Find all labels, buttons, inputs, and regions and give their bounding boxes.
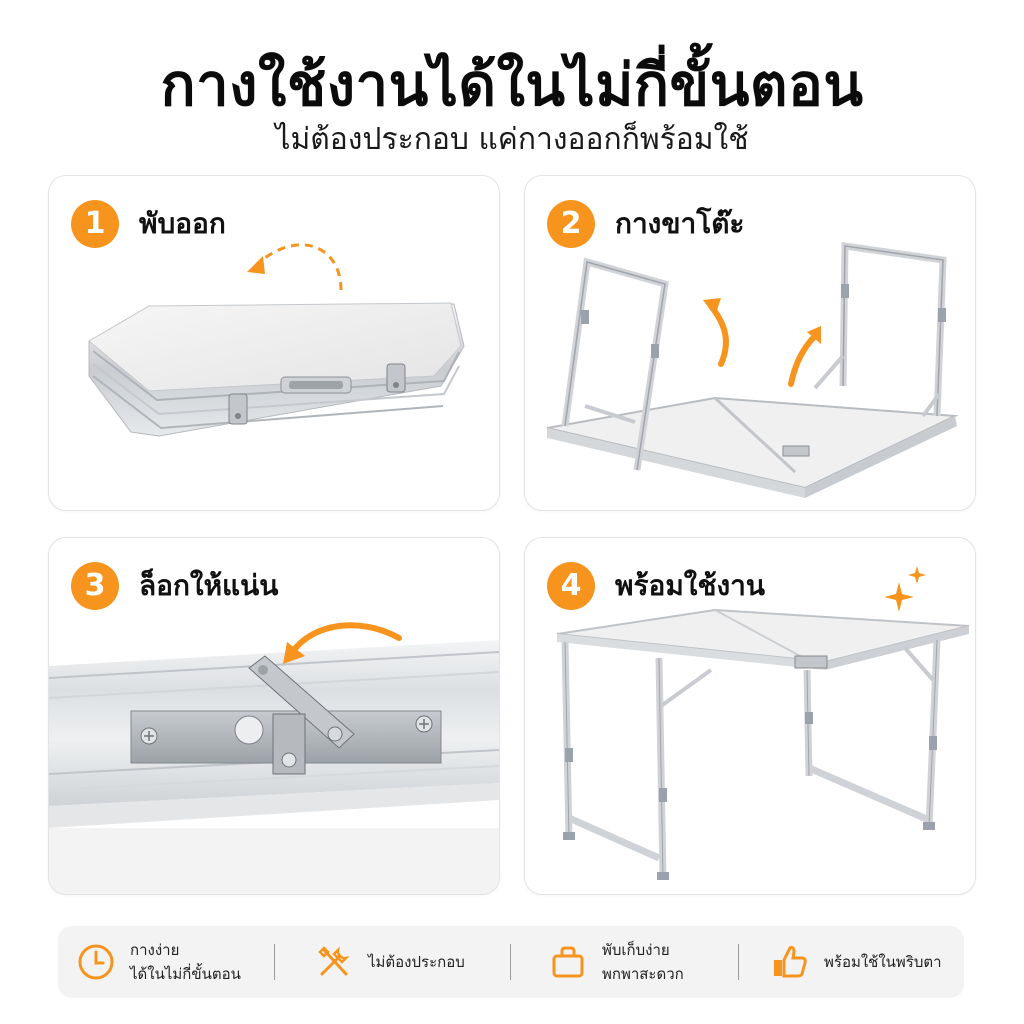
step-card-2: 2 กางขาโต๊ะ — [524, 175, 976, 511]
divider — [274, 944, 275, 980]
feature-line1: กางง่าย — [130, 941, 180, 959]
step-number-badge: 4 — [547, 562, 595, 610]
folded-table-image — [88, 243, 465, 437]
step-number-badge: 1 — [71, 200, 119, 248]
divider — [738, 944, 739, 980]
feature-item: ไม่ต้องประกอบ — [314, 926, 465, 998]
divider — [510, 944, 511, 980]
feature-item: กางง่าย ได้ในไม่กี่ขั้นตอน — [76, 926, 241, 998]
page-title: กางใช้งานได้ในไม่กี่ขั้นตอน — [160, 51, 864, 119]
step-card-4: 4 พร้อมใช้งาน — [524, 537, 976, 895]
tools-icon — [318, 946, 350, 976]
bag-icon — [552, 946, 584, 978]
feature-item: พร้อมใช้ในพริบตา — [770, 926, 942, 998]
step-label: พร้อมใช้งาน — [615, 569, 765, 602]
feature-line2: ได้ในไม่กี่ขั้นตอน — [130, 965, 241, 983]
feature-line1: ไม่ต้องประกอบ — [368, 953, 465, 971]
thumbs-up-icon — [774, 946, 807, 978]
unfolding-legs-image — [546, 241, 959, 498]
lock-hinge-image — [49, 622, 499, 894]
step-label: พับออก — [139, 207, 226, 240]
step-number-badge: 2 — [547, 200, 595, 248]
feature-item: พับเก็บง่าย พกพาสะดวก — [548, 926, 684, 998]
page-subtitle: ไม่ต้องประกอบ แค่กางออกก็พร้อมใช้ — [275, 122, 749, 157]
feature-line1: พับเก็บง่าย — [602, 941, 670, 959]
feature-line2: พกพาสะดวก — [602, 965, 684, 983]
step-label: กางขาโต๊ะ — [615, 207, 745, 240]
step-number-badge: 3 — [71, 562, 119, 610]
ready-table-image — [556, 566, 970, 880]
step-label: ล็อกให้แน่น — [139, 569, 279, 602]
clock-icon — [78, 944, 114, 980]
step-card-1: 1 พับออก — [48, 175, 500, 511]
feature-bar: กางง่าย ได้ในไม่กี่ขั้นตอน ไม่ต้องประกอบ… — [58, 926, 964, 998]
feature-line1: พร้อมใช้ในพริบตา — [824, 953, 942, 971]
step-card-3: 3 ล็อกให้แน่น — [48, 537, 500, 895]
